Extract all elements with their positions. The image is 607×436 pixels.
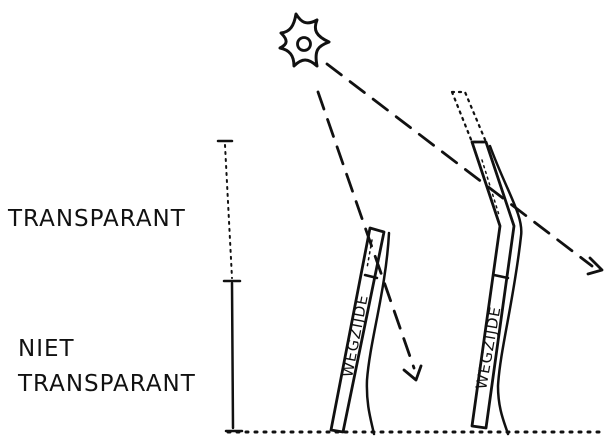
ray-left-arrowhead <box>404 366 421 380</box>
opaque-zone-label-line2: TRANSPARANT <box>17 371 196 397</box>
left-barrier: WEGZIJDE <box>331 228 389 434</box>
scale-transparent-segment <box>225 145 232 278</box>
opaque-zone-label-line1: NIET <box>18 336 75 362</box>
right-panel-top-dotted <box>452 92 486 142</box>
left-panel-road-side-label: WEGZIJDE <box>338 293 372 379</box>
transparent-zone-label: TRANSPARANT <box>7 206 186 232</box>
right-barrier: WEGZIJDE <box>452 92 521 434</box>
sun-icon <box>280 14 329 66</box>
height-scale <box>218 141 242 431</box>
scale-opaque-segment <box>232 283 233 428</box>
